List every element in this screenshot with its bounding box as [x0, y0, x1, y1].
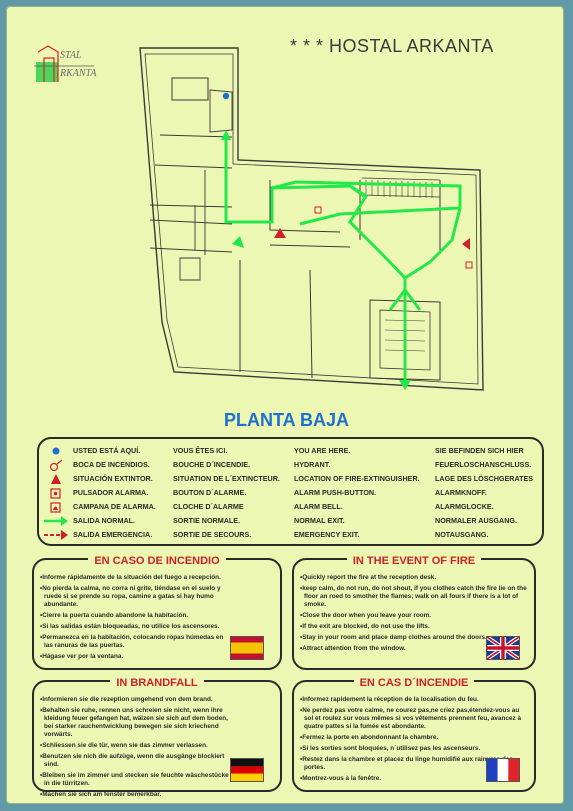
instruction-item: •Hágase ver por la ventana. — [40, 653, 124, 660]
instruction-item: •Behalten sie ruhe, rennen uns schreien … — [40, 707, 228, 738]
legend-row: USTED ESTÁ AQUÍ. VOUS ÊTES ICI. YOU ARE … — [39, 444, 542, 458]
instruction-item: •Quickly report the fire at the receptio… — [300, 574, 437, 581]
box-title-es: EN CASO DE INCENDIO — [88, 555, 226, 567]
legend-row: PULSADOR ALARMA. BOUTON D´ALARME. ALARM … — [39, 486, 542, 500]
instruction-item: •Stay in your room and place damp clothe… — [300, 634, 487, 641]
evacuation-routes — [224, 140, 462, 380]
instruction-item: •Montrez-vous à la fenêtre. — [300, 775, 382, 782]
extinguisher-marker-2 — [462, 238, 470, 250]
logo-text-top: STAL — [60, 50, 82, 61]
spain-flag-icon — [230, 636, 264, 660]
france-flag-icon — [486, 758, 520, 782]
instruction-item: •Schliessen sie die tür, wenn sie das zi… — [40, 742, 208, 749]
instruction-item: •Si les sorties sont bloquées, n´utilise… — [300, 745, 481, 752]
instruction-item: •Bleiben sie im zimmer und stecken sie f… — [40, 772, 229, 787]
box-title-fr: EN CAS D´INCENDIE — [353, 677, 475, 689]
instruction-item: •If the exit are blocked, do not use the… — [300, 623, 430, 630]
fire-instructions-de: IN BRANDFALL •Informieren sie die rezept… — [32, 677, 282, 798]
instruction-item: •Si las salidas están bloqueadas, no uti… — [40, 623, 220, 630]
alarm-bell-icon — [50, 502, 61, 513]
legend-row: SALIDA NORMAL. SORTIE NORMALE. NORMAL EX… — [39, 514, 542, 528]
legend-row: BOCA DE INCENDIOS. BOUCHE D´INCENDIE. HY… — [39, 458, 542, 472]
instruction-item: •Benutzen sie nich die aufzüge, wenn die… — [40, 753, 225, 768]
instruction-item: •Fermez la porte en abondonnant la chamb… — [300, 734, 439, 741]
hostal-logo: STAL RKANTA — [34, 44, 144, 84]
alarm-pushbutton-icon — [50, 488, 61, 499]
floor-label: PLANTA BAJA — [224, 410, 349, 430]
germany-flag-icon — [230, 758, 264, 782]
box-title-de: IN BRANDFALL — [110, 677, 204, 689]
you-are-here-dot — [52, 447, 60, 455]
legend: USTED ESTÁ AQUÍ. VOUS ÊTES ICI. YOU ARE … — [37, 437, 544, 546]
floor-plan — [139, 47, 484, 391]
alarm-pushbutton-marker — [314, 206, 322, 214]
instruction-item: •Attract attention from the window. — [300, 645, 406, 652]
legend-row: SITUACIÓN EXTINTOR. SITUATION DE L´EXTIN… — [39, 472, 542, 486]
logo-house-icon — [34, 45, 94, 82]
instruction-item: •Close the door when you leave your room… — [300, 612, 432, 619]
instruction-item: •Permanezca en la habitación, colocando … — [40, 634, 224, 649]
logo-text-bottom: RKANTA — [60, 68, 97, 79]
hydrant-icon — [49, 459, 63, 472]
instruction-item: •keep calm, do not run, do not shout, if… — [300, 585, 527, 608]
instruction-item: •Restez dans la chambre et placez du lin… — [300, 756, 513, 771]
instruction-item: •Informieren sie die rezeption umgehend … — [40, 696, 213, 703]
emergency-exit-arrow-icon — [44, 530, 68, 540]
instruction-item: •No pierda la calma, no corra ni grite, … — [40, 585, 221, 608]
you-are-here-marker — [222, 92, 230, 100]
instruction-item: •Machen sie sich am fenster bemerkbar. — [40, 791, 162, 798]
evacuation-sign — [6, 6, 564, 804]
box-title-en: IN THE EVENT OF FIRE — [346, 555, 482, 567]
instruction-item: •Informe rápidamente de la situación del… — [40, 574, 221, 581]
instruction-item: •Ne perdez pas votre calme, ne courez pa… — [300, 707, 522, 730]
extinguisher-triangle-icon — [51, 474, 61, 484]
route-arrowheads — [221, 130, 411, 390]
fire-instructions-en: IN THE EVENT OF FIRE •Quickly report the… — [292, 555, 536, 670]
extinguisher-marker — [274, 228, 286, 238]
legend-row: SALIDA EMERGENCIA. SORTIE DE SECOURS. EM… — [39, 528, 542, 542]
page-title: * * * HOSTAL ARKANTA — [290, 36, 494, 56]
fire-instructions-es: EN CASO DE INCENDIO •Informe rápidamente… — [32, 555, 282, 670]
normal-exit-arrow-icon — [44, 516, 68, 526]
legend-row: CAMPANA DE ALARMA. CLOCHE D´ALARME ALARM… — [39, 500, 542, 514]
instruction-item: •Cierre la puerta cuando abandone la hab… — [40, 612, 189, 619]
uk-flag-icon — [486, 636, 520, 660]
instruction-item: •Informez rapidement la réception de la … — [300, 696, 479, 703]
alarm-pushbutton-marker-2 — [465, 261, 473, 269]
fire-instructions-fr: EN CAS D´INCENDIE •Informez rapidement l… — [292, 677, 536, 792]
